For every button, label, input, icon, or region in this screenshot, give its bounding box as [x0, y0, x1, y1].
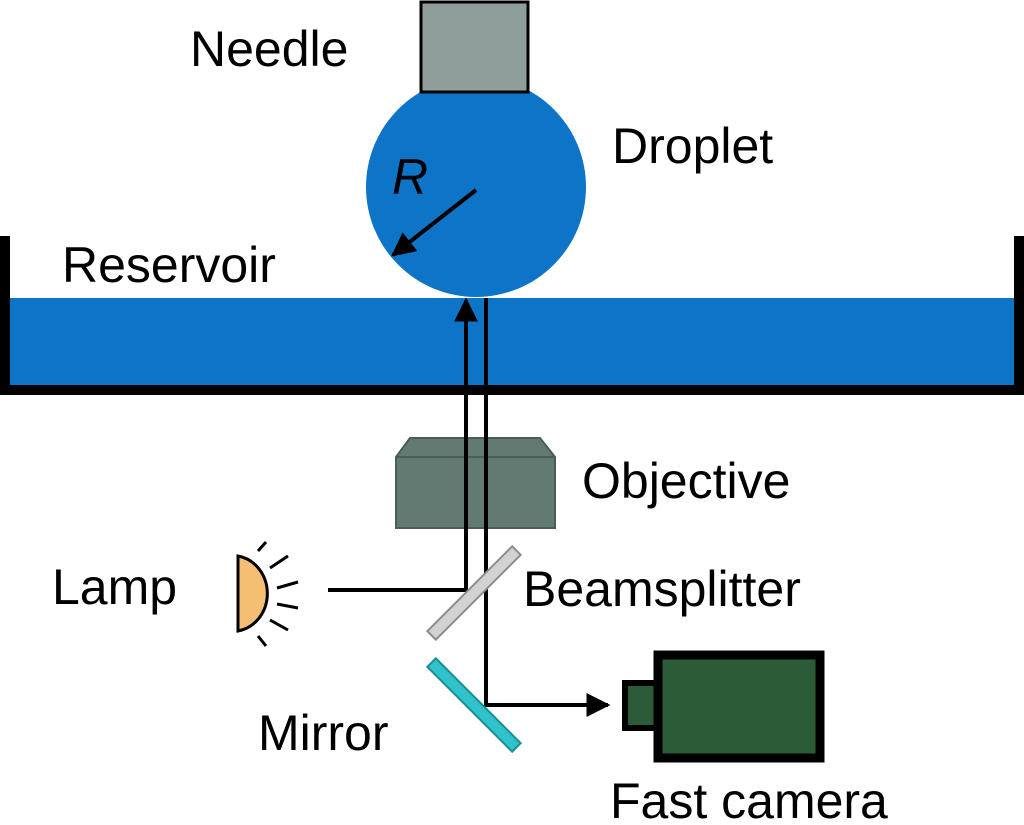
illumination-beam: [328, 297, 478, 592]
needle-icon: [419, 0, 530, 94]
reservoir-label: Reservoir: [62, 237, 276, 293]
camera-icon: [622, 650, 825, 763]
droplet-icon: [366, 77, 586, 297]
lamp-label: Lamp: [52, 559, 177, 615]
reservoir-water: [8, 298, 1018, 386]
radius-arrow: [391, 188, 478, 257]
droplet-label: Droplet: [612, 118, 773, 174]
reservoir-container: [0, 236, 1024, 395]
beamsplitter-icon: [425, 544, 523, 642]
radius-label: R: [392, 149, 428, 205]
imaging-beam: [484, 298, 611, 717]
objective-label: Objective: [582, 453, 790, 509]
mirror-icon: [425, 656, 523, 754]
mirror-label: Mirror: [258, 705, 389, 761]
objective-icon: [395, 437, 556, 529]
beamsplitter-label: Beamsplitter: [523, 561, 801, 617]
lamp-icon: [236, 541, 299, 647]
camera-label: Fast camera: [610, 773, 888, 825]
needle-label: Needle: [190, 21, 348, 77]
